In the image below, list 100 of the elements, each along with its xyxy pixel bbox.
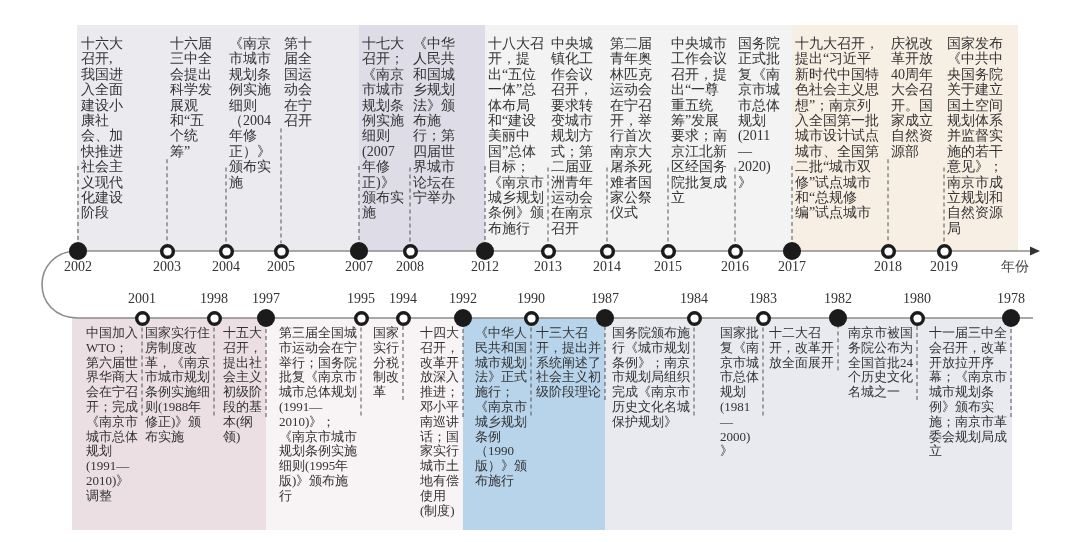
event-text: 中央城镇化工作会议召开，要求转变城市规划方式；第二届亚洲青年运动会在南京召开 (548, 36, 594, 237)
event-text: 第十届全国运动会在宁召开 (281, 36, 313, 129)
event-text: 十四大召开，改革开放深入推进；邓小平南巡讲话；国家实行城市土地有偿使用(制度) (420, 326, 463, 519)
era-band (485, 25, 792, 251)
milestone-dot (257, 309, 275, 327)
year-label: 2019 (930, 259, 958, 275)
milestone-ring (660, 243, 676, 259)
year-label: 2016 (721, 259, 749, 275)
milestone-ring (909, 310, 925, 326)
leader-line (141, 325, 143, 416)
year-label: 1984 (680, 291, 708, 307)
milestone-ring (159, 243, 175, 259)
event-text: 十七大召开；《南京市城市规划条例实施细则(2007年修正)》颁布实施 (359, 36, 405, 221)
milestone-ring (523, 310, 539, 326)
leader-line (916, 325, 918, 401)
milestone-dot (69, 242, 87, 260)
milestone-dot (476, 242, 494, 260)
leader-line (606, 167, 608, 244)
leader-line (667, 167, 669, 244)
milestone-dot (1002, 309, 1020, 327)
milestone-ring (936, 243, 952, 259)
event-text: 国家实行住房制度改革，《南京市城市规划条例实施细则(1988年修正)》颁布实施 (145, 326, 214, 445)
event-text: 《中华人民共和国城市规划法》正式施行；《南京市城乡规划条例（1990版）》颁布施行 (475, 326, 531, 489)
year-label: 2013 (534, 259, 562, 275)
leader-line (402, 325, 404, 401)
event-text: 十一届三中全会召开，改革开放拉开序幕；《南京市城市规划条例》颁布实施；南京市革委会规划局成立 (929, 326, 1011, 460)
year-label: 2015 (654, 259, 682, 275)
leader-line (547, 167, 549, 244)
year-label: 1995 (347, 291, 375, 307)
year-label: 2005 (267, 259, 295, 275)
year-label: 2018 (874, 259, 902, 275)
era-band (605, 318, 1012, 530)
year-label: 2001 (128, 291, 156, 307)
year-label: 1982 (824, 291, 852, 307)
milestone-ring (218, 243, 234, 259)
leader-line (693, 325, 695, 416)
leader-line (734, 167, 736, 244)
leader-line (280, 127, 282, 244)
year-label: 2017 (778, 259, 806, 275)
year-label: 2003 (153, 259, 181, 275)
leader-line (837, 326, 839, 371)
year-label: 2008 (396, 259, 424, 275)
milestone-ring (727, 243, 743, 259)
milestone-ring (599, 243, 615, 259)
year-label: 1998 (200, 291, 228, 307)
event-text: 国家批复《南京市城市总体规划(1981—2000)》 (720, 326, 763, 460)
event-text: 十九大召开，提出“习近平新时代中国特色社会主义思想”；南京列入全国第一批城市设计试点城市、全国第二批“城市双修”试点城市和“总规修编”试点城市 (792, 36, 880, 221)
era-band (77, 25, 359, 251)
milestone-dot (783, 242, 801, 260)
milestone-ring (755, 310, 771, 326)
leader-line (484, 165, 486, 243)
year-label: 2014 (593, 259, 621, 275)
leader-line (265, 326, 267, 418)
milestone-ring (880, 243, 896, 259)
event-text: 南京市被国务院公布为全国首批24个历史文化名城之一 (848, 326, 917, 400)
year-label: 1978 (997, 291, 1025, 307)
era-band (463, 318, 605, 530)
event-text: 十八大召开，提出“五位一体”总体布局和“建设美丽中国”总体目标；《南京市城乡规划条例》颁布施行 (485, 36, 545, 237)
event-text: 庆祝改革开放40周年大会召开。国家成立自然资源部 (888, 36, 934, 160)
leader-line (358, 165, 360, 243)
event-text: 国家实行分税制改革 (373, 326, 403, 400)
year-label: 2012 (471, 259, 499, 275)
leader-line (604, 326, 606, 401)
year-label: 1990 (517, 291, 545, 307)
milestone-dot (596, 309, 614, 327)
milestone-ring (134, 310, 150, 326)
event-text: 十三大召开，提出并系统阐述了社会主义初级阶段理论 (536, 326, 605, 400)
milestone-ring (206, 310, 222, 326)
year-label: 1987 (591, 291, 619, 307)
era-band (72, 318, 266, 530)
leader-line (360, 325, 362, 416)
year-label: 1980 (903, 291, 931, 307)
event-text: 国务院颁布施行《城市规划条例》；南京市规划局组织完成《南京市历史文化名城保护规划》 (612, 326, 694, 430)
leader-line (409, 167, 411, 244)
year-label: 1997 (252, 291, 280, 307)
leader-line (1010, 326, 1012, 418)
leader-line (530, 325, 532, 416)
milestone-ring (540, 243, 556, 259)
year-label: 1994 (389, 291, 417, 307)
event-text: 中央城市工作会议召开，提出“一尊重五统筹”发展要求；南京江北新区经国务院批复成立 (668, 36, 728, 206)
event-text: 十六届三中全会提出科学发展观和“五个统筹” (167, 36, 213, 160)
era-band (266, 318, 463, 530)
leader-line (791, 165, 793, 243)
leader-line (225, 167, 227, 244)
event-text: 《中华人民共和国城乡规划法》颁布施行；第四届世界城市论坛在宁举办 (410, 36, 456, 206)
era-band (359, 25, 485, 251)
milestone-ring (273, 243, 289, 259)
event-text: 国家发布《中共中央国务院关于建立国土空间规划体系并监督实施的若干意见》；南京市成立规划和自然资源局 (944, 36, 1004, 237)
event-text: 第二届青年奥林匹克运动会在宁召开，举行首次南京大屠杀死难者国家公祭仪式 (607, 36, 653, 221)
leader-line (943, 167, 945, 244)
event-text: 第三届全国城市运动会在宁举行；国务院批复《南京市城市总体规划(1991—2010)》；《南京市城市规划条例实施细则(1995年版)》颁布施行 (279, 326, 361, 504)
milestone-ring (353, 310, 369, 326)
leader-line (166, 158, 168, 244)
year-label: 1992 (449, 291, 477, 307)
leader-line (213, 325, 215, 416)
leader-line (762, 325, 764, 416)
year-label: 2002 (64, 259, 92, 275)
milestone-ring (395, 310, 411, 326)
leader-line (77, 165, 79, 243)
year-label: 1983 (749, 291, 777, 307)
